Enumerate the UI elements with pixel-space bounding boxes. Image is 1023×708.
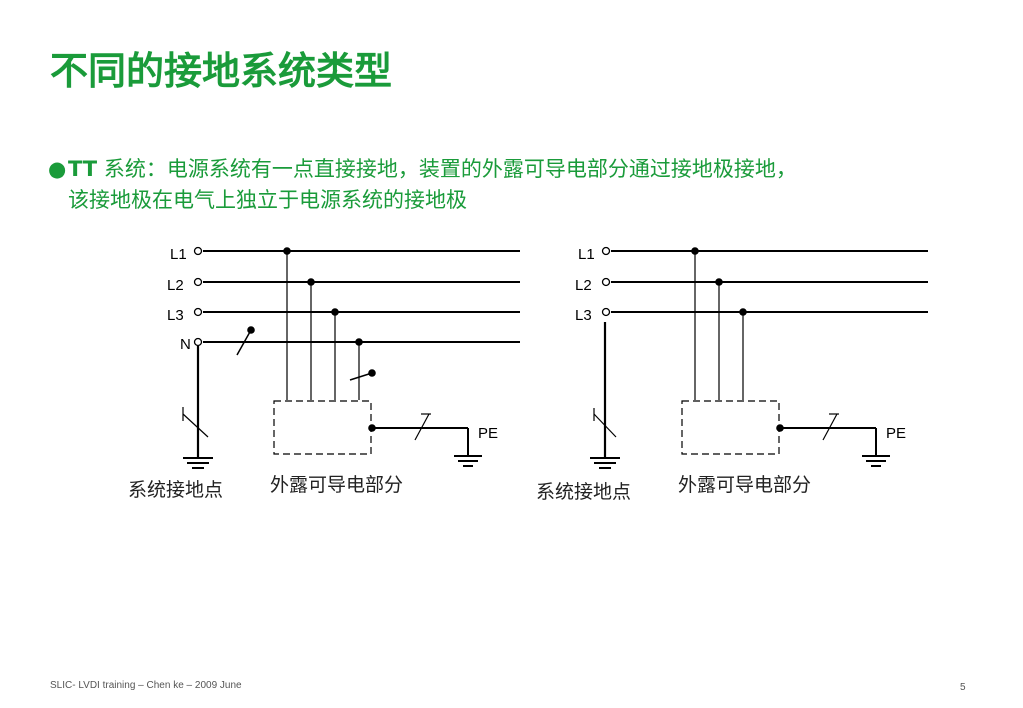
slide-footer: SLIC- LVDI training – Chen ke – 2009 Jun… [50,680,242,691]
pe-junction [368,424,376,432]
right-tt-diagram [590,246,928,469]
exposed-parts-caption: 外露可导电部分 [270,474,403,496]
left-tt-diagram [182,246,520,469]
bullet-dot-icon: ● [48,157,67,181]
l2-terminal [193,277,203,287]
pe-diagonal-mark [414,413,430,441]
l3-terminal [601,307,611,317]
l1-terminal [601,246,611,256]
l2-terminal [601,277,611,287]
n-terminal [193,337,203,347]
label-n: N [180,336,191,353]
page-number: 5 [960,682,966,693]
l2-junction [307,278,315,286]
description-line-2: 该接地极在电气上独立于电源系统的接地极 [68,188,467,212]
description-line-1-text: 系统：电源系统有一点直接接地，装置的外露可导电部分通过接地极接地， [97,157,797,181]
label-l3: L3 [575,307,592,324]
right-junction-dots [691,247,784,432]
l1-junction [283,247,291,255]
slide-title: 不同的接地系统类型 [50,49,393,93]
l2-junction [715,278,723,286]
l1-terminal [193,246,203,256]
pe-junction [776,424,784,432]
pe-diagonal-mark [822,413,838,441]
label-l1: L1 [170,246,187,263]
tt-keyword: TT [68,157,98,181]
right-diagram-labels: L1 L2 L3 PE 系统接地点 外露可导电部分 [536,246,906,503]
exposed-conductive-parts-box [681,400,780,455]
l3-junction [739,308,747,316]
l1-junction [691,247,699,255]
label-l2: L2 [167,277,184,294]
l3-terminal [193,307,203,317]
source-ground-caption: 系统接地点 [536,481,631,503]
label-l3: L3 [167,307,184,324]
tap-diagonal-mark [349,372,373,381]
source-ground-caption: 系统接地点 [128,479,223,501]
label-l1: L1 [578,246,595,263]
label-pe: PE [886,425,906,442]
tap-mark-dot [368,369,376,377]
n-diagonal-mark [236,329,252,356]
description-line-1: TT 系统：电源系统有一点直接接地，装置的外露可导电部分通过接地极接地， [68,154,797,185]
label-pe: PE [478,425,498,442]
left-junction-dots [247,247,376,432]
source-earth-mark-slash [182,413,209,438]
source-earth-mark-slash [593,413,617,438]
left-diagram-labels: L1 L2 L3 N PE 系统接地点 外露可导电部分 [128,246,498,501]
l3-junction [331,308,339,316]
label-l2: L2 [575,277,592,294]
n-mark-dot [247,326,255,334]
exposed-parts-caption: 外露可导电部分 [678,474,811,496]
exposed-conductive-parts-box [273,400,372,455]
n-junction [355,338,363,346]
